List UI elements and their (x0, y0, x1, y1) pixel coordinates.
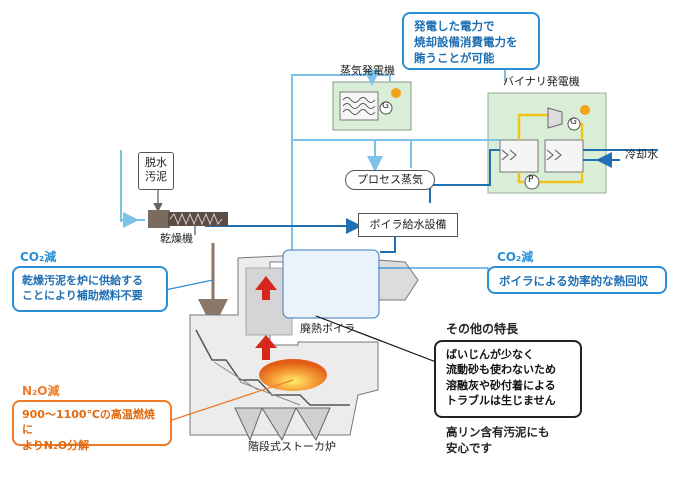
features-line-2: 流動砂も使わないため (446, 363, 556, 377)
co2-left-heading: CO₂減 (20, 250, 57, 264)
binary-generator-label: バイナリ発電機 (503, 75, 580, 88)
n2o-heading: N₂O減 (22, 384, 60, 398)
binary-pump-symbol: P (528, 175, 534, 185)
phosphorus-note: 高リン含有汚泥にも 安心です (446, 424, 550, 456)
steam-generator-label: 蒸気発電機 (340, 64, 395, 77)
features-line-4: トラブルは生じません (446, 394, 556, 408)
steam-generator (332, 81, 412, 131)
flame (259, 359, 327, 391)
n2o-line-1: 900～1100℃の高温燃焼に (22, 408, 155, 437)
n2o-callout: 900～1100℃の高温燃焼に よりN₂O分解 (12, 400, 172, 452)
dewatered-sludge-line-1: 脱水 (145, 156, 167, 169)
dryer-label: 乾燥機 (160, 232, 193, 245)
phosphorus-line-2: 安心です (446, 441, 492, 456)
features-callout: ばいじんが少なく 流動砂も使わないため 溶融灰や砂付着による トラブルは生じませ… (434, 340, 582, 418)
hot-gas-arrow-upper (255, 276, 277, 300)
dryer (148, 210, 228, 228)
co2-left-line-2: ことにより補助燃料不要 (22, 289, 143, 303)
dewatered-sludge-box: 脱水 汚泥 (138, 152, 174, 190)
phosphorus-line-1: 高リン含有汚泥にも (446, 425, 550, 439)
steam-lines (120, 70, 500, 255)
waste-heat-boiler-label: 廃熱ボイラ (300, 322, 355, 335)
co2-left-callout: 乾燥汚泥を炉に供給する ことにより補助燃料不要 (12, 266, 168, 312)
power-callout-line-1: 発電した電力で (414, 19, 495, 33)
features-line-3: 溶融灰や砂付着による (446, 378, 556, 392)
co2-right-heading: CO₂減 (497, 250, 534, 264)
features-line-1: ばいじんが少なく (446, 348, 534, 361)
water-lines (205, 149, 658, 253)
stoker-furnace (189, 249, 419, 442)
steam-generator-g-symbol: G (382, 101, 389, 111)
boiler-feedwater-box: ボイラ給水設備 (358, 213, 458, 237)
process-steam-box: プロセス蒸気 (345, 170, 435, 190)
n2o-line-2: よりN₂O分解 (22, 438, 90, 452)
power-callout-line-2: 焼却設備消費電力を (414, 35, 518, 50)
features-heading: その他の特長 (446, 322, 519, 336)
power-callout: 発電した電力で 焼却設備消費電力を 賄うことが可能 (402, 12, 540, 70)
dewatered-sludge-line-2: 汚泥 (145, 170, 167, 184)
binary-generator (487, 92, 607, 194)
power-callout-line-3: 賄うことが可能 (414, 51, 495, 66)
hot-gas-arrow-lower (255, 335, 277, 360)
binary-g-symbol: G (570, 117, 577, 127)
co2-left-line-1: 乾燥汚泥を炉に供給する (22, 274, 143, 287)
stoker-furnace-label: 階段式ストーカ炉 (248, 440, 336, 453)
co2-right-callout: ボイラによる効率的な熱回収 (487, 266, 667, 294)
cooling-water-label: 冷却水 (625, 148, 658, 161)
